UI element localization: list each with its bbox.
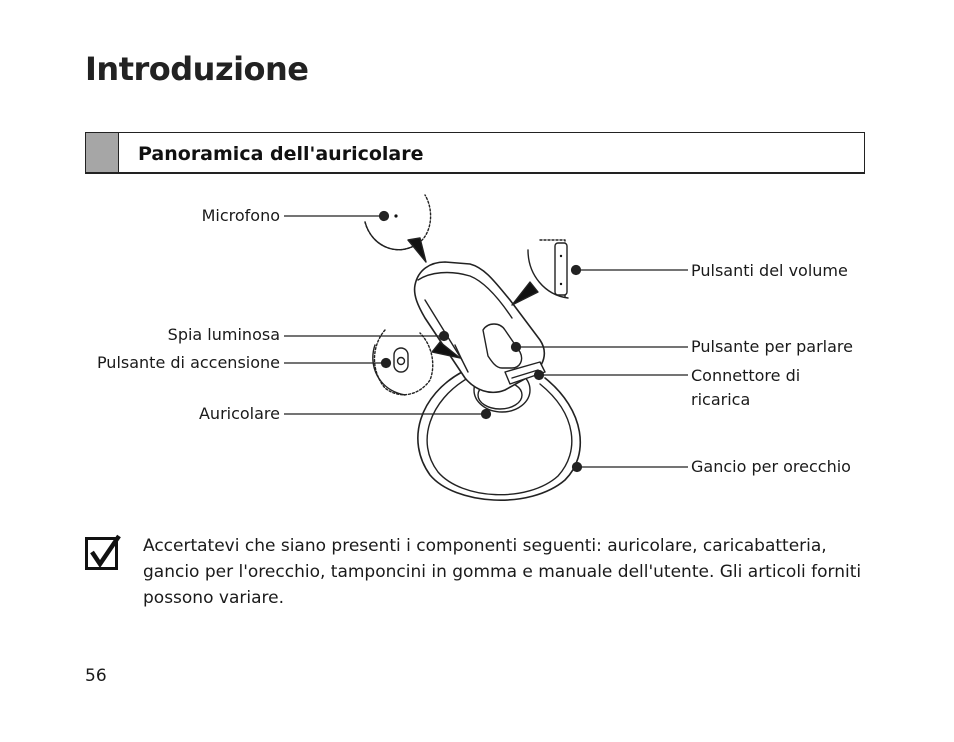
power-zoom-circle: [373, 329, 434, 396]
callout-talk-button: Pulsante per parlare: [691, 337, 853, 356]
callout-ear-hook: Gancio per orecchio: [691, 457, 851, 476]
hook-pointer-dot: [571, 461, 583, 473]
callout-charging-connector-line1: Connettore di: [691, 366, 801, 385]
talk-pointer-dot: [510, 341, 522, 353]
microphone-pointer-dot: [378, 210, 390, 222]
volume-zoom-circle: [527, 249, 569, 299]
section-header: Panoramica dell'auricolare: [85, 132, 865, 174]
indicator-pointer-dot: [438, 330, 450, 342]
charging-port-drawing: [504, 361, 546, 385]
callout-indicator-light: Spia luminosa: [167, 325, 280, 344]
power-pointer-dot: [380, 357, 392, 369]
page-title: Introduzione: [85, 50, 309, 88]
talk-button-drawing: [482, 323, 523, 369]
note-text: Accertatevi che siano presenti i compone…: [143, 536, 862, 608]
callout-earpiece: Auricolare: [198, 404, 280, 423]
charging-pointer-dot: [533, 369, 545, 381]
checkmark-note-icon: [85, 534, 121, 570]
callout-microphone: Microfono: [201, 206, 280, 225]
page-number: 56: [85, 666, 107, 686]
section-tab-marker: [86, 133, 119, 172]
volume-pointer-dot: [570, 264, 582, 276]
callout-charging-connector-line2: ricarica: [691, 390, 751, 409]
ear-hook-drawing: [417, 371, 582, 501]
section-title: Panoramica dell'auricolare: [138, 143, 424, 165]
callout-power-button: Pulsante di accensione: [96, 353, 280, 372]
callout-volume-buttons: Pulsanti del volume: [691, 261, 848, 280]
earpiece-pointer-dot: [480, 408, 492, 420]
